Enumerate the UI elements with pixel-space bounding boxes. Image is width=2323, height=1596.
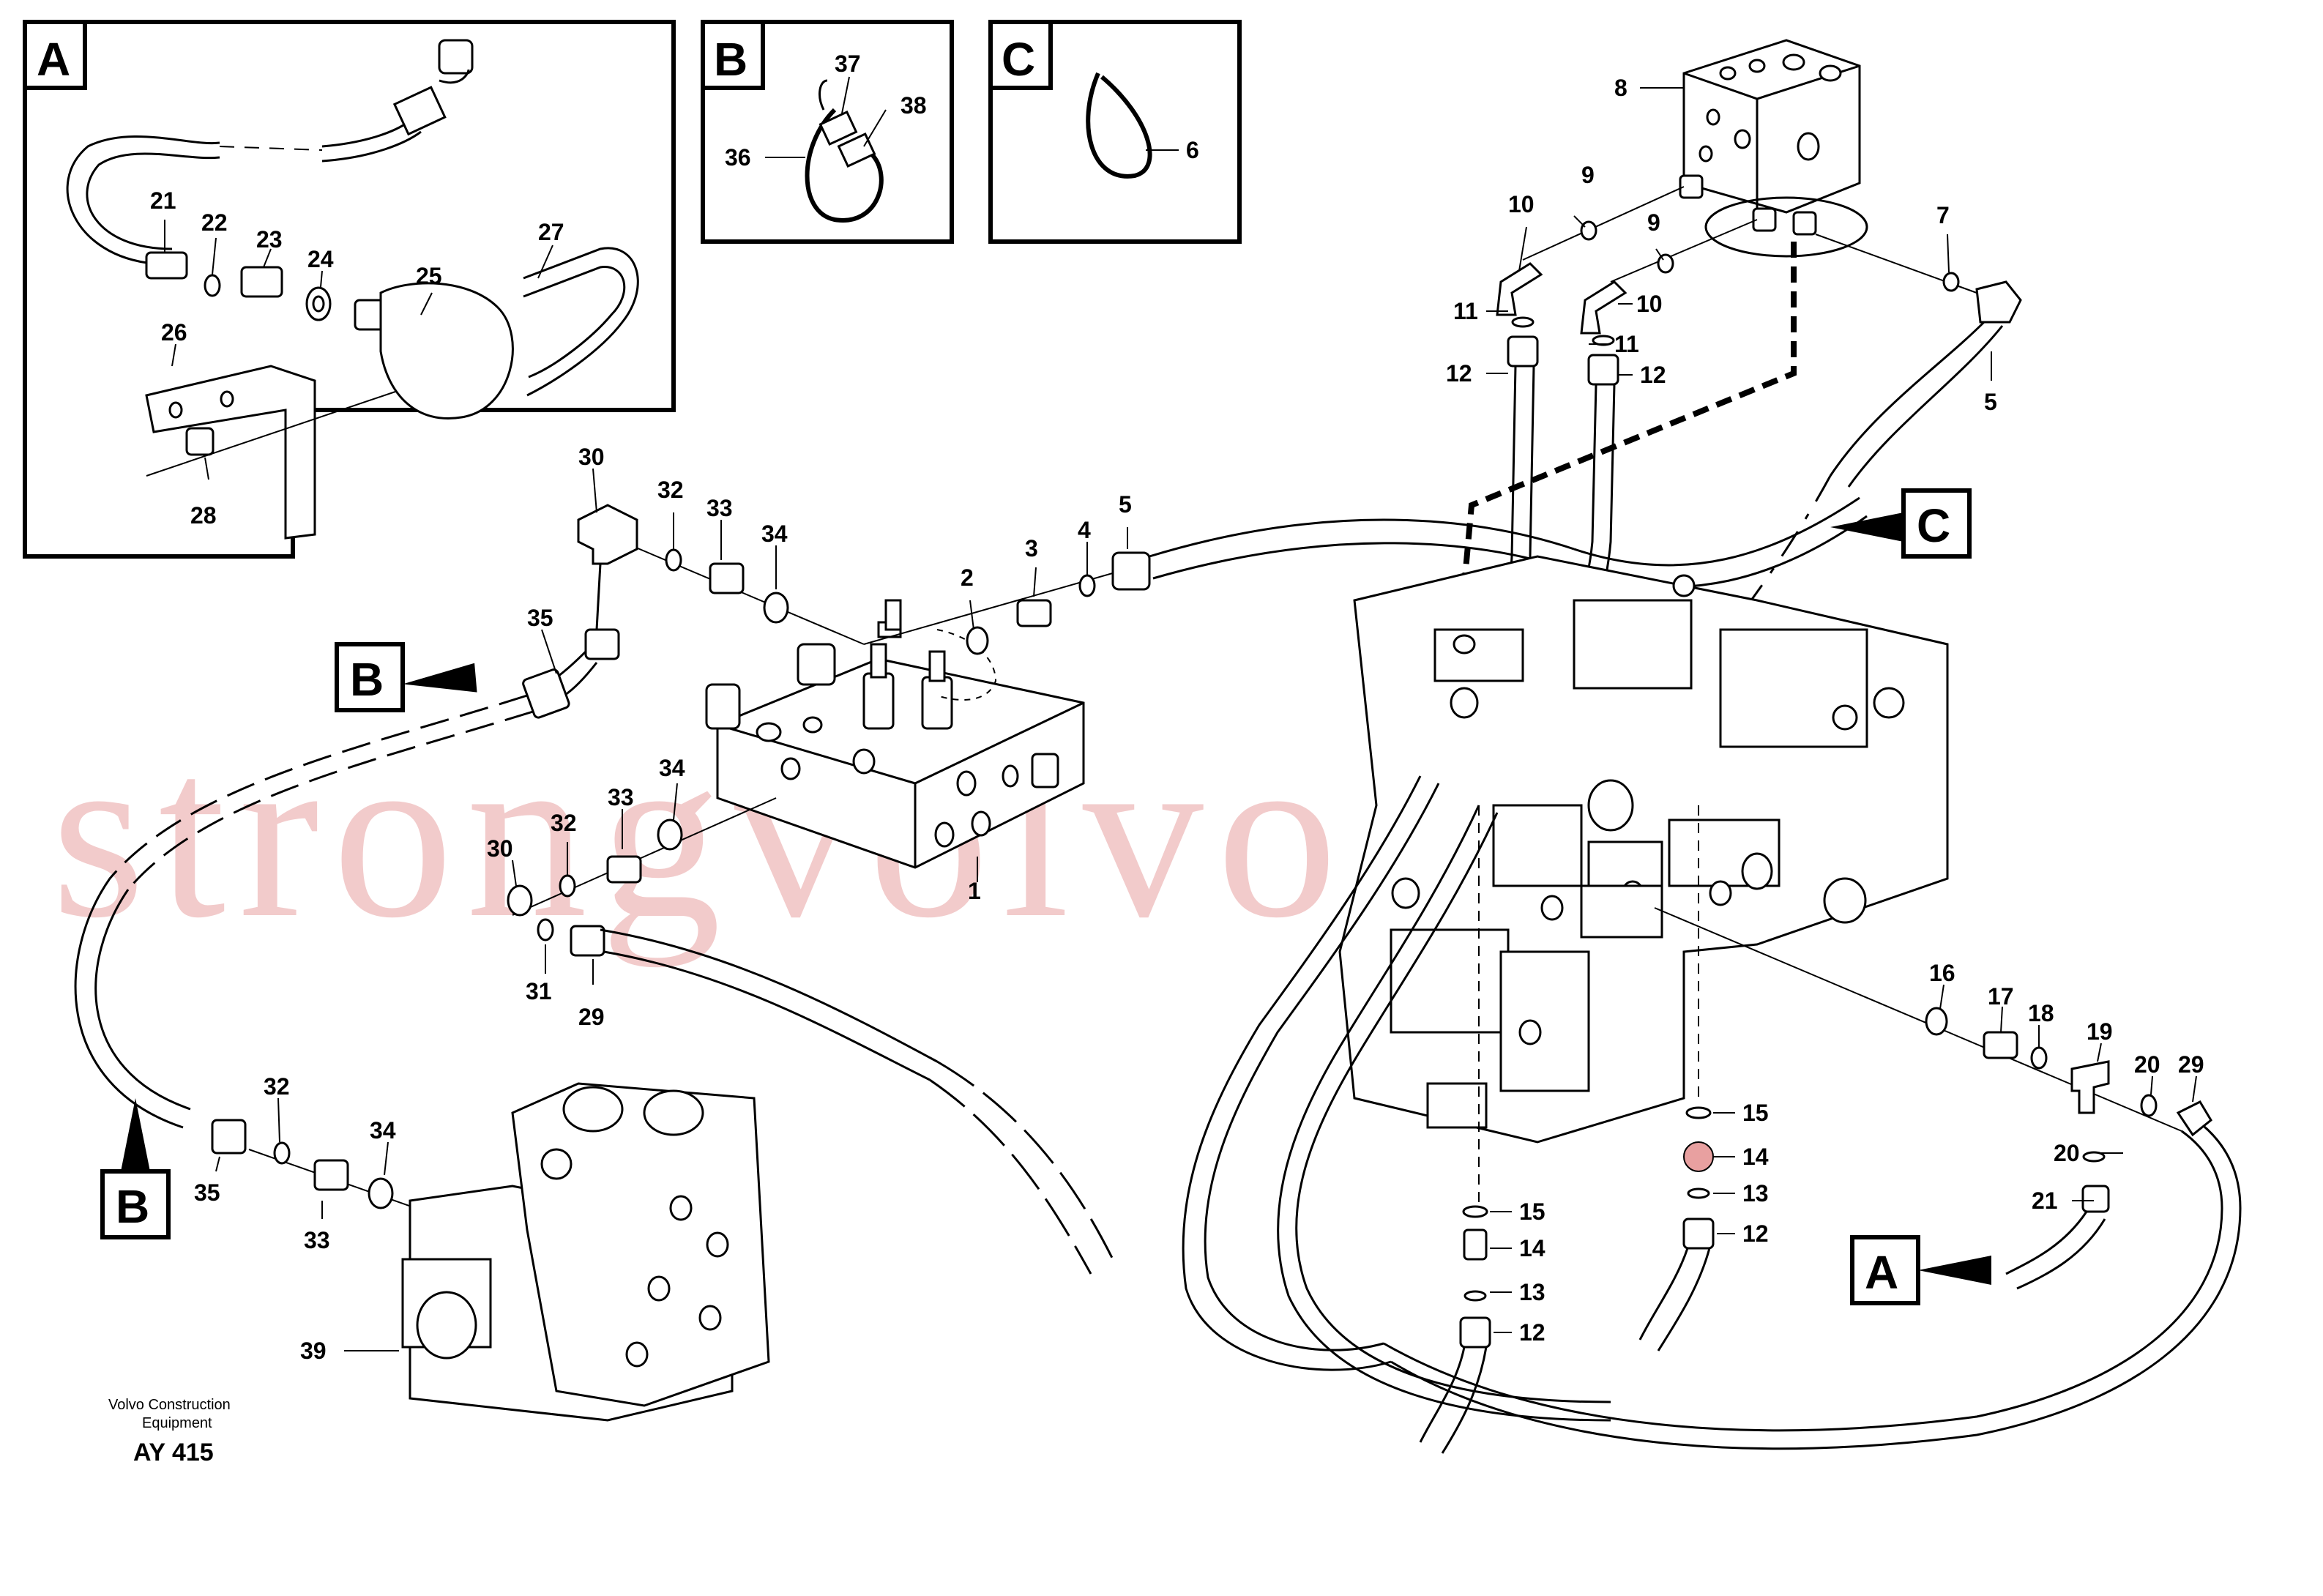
right-hose-5: 7 5 bbox=[1682, 202, 2022, 682]
label-35a: 35 bbox=[527, 605, 553, 631]
label-26: 26 bbox=[161, 319, 187, 346]
component-39: 39 bbox=[300, 1082, 770, 1422]
detail-box-a-letter: A bbox=[37, 33, 70, 86]
label-34b: 34 bbox=[659, 755, 685, 781]
detail-box-c-letter: C bbox=[1002, 33, 1035, 86]
valve-block-1: 1 bbox=[705, 599, 1085, 904]
label-25: 25 bbox=[416, 263, 442, 289]
label-32b: 32 bbox=[551, 810, 577, 836]
label-10a: 10 bbox=[1508, 191, 1535, 217]
callout-b-upper-letter: B bbox=[350, 653, 384, 706]
diagram-code: AY 415 bbox=[133, 1439, 214, 1466]
label-38: 38 bbox=[901, 92, 927, 119]
label-12c: 12 bbox=[1742, 1220, 1769, 1247]
label-28: 28 bbox=[190, 502, 217, 529]
label-21b: 21 bbox=[2032, 1187, 2058, 1214]
label-23: 23 bbox=[256, 226, 283, 253]
credit-line-2: Equipment bbox=[142, 1415, 212, 1431]
label-30b: 30 bbox=[487, 835, 513, 862]
label-36: 36 bbox=[725, 144, 751, 171]
label-10b: 10 bbox=[1636, 291, 1663, 317]
main-control-valve bbox=[1338, 555, 1949, 1144]
label-19: 19 bbox=[2087, 1018, 2113, 1045]
label-2: 2 bbox=[961, 564, 974, 591]
hose-35-upper: 35 B bbox=[74, 563, 620, 1129]
label-29a: 29 bbox=[578, 1004, 605, 1030]
label-33b: 33 bbox=[608, 784, 634, 810]
label-39: 39 bbox=[300, 1338, 327, 1364]
callout-b-lower-letter: B bbox=[116, 1180, 149, 1233]
label-24: 24 bbox=[307, 246, 334, 272]
label-8: 8 bbox=[1614, 75, 1627, 101]
label-11a: 11 bbox=[1453, 298, 1478, 324]
label-32c: 32 bbox=[264, 1073, 290, 1100]
label-1: 1 bbox=[968, 878, 981, 904]
label-27: 27 bbox=[538, 219, 564, 245]
label-21: 21 bbox=[150, 187, 176, 214]
label-31: 31 bbox=[526, 978, 552, 1004]
upper-left-fittings: 30 32 33 34 bbox=[577, 444, 865, 645]
detail-box-a: A 21 22 23 bbox=[23, 20, 676, 559]
label-35b: 35 bbox=[194, 1179, 220, 1206]
label-33a: 33 bbox=[706, 495, 733, 521]
detail-box-b: B 37 38 36 bbox=[701, 20, 954, 244]
label-29b: 29 bbox=[2178, 1051, 2204, 1078]
label-15a: 15 bbox=[1742, 1100, 1769, 1126]
label-3: 3 bbox=[1025, 535, 1038, 562]
label-33c: 33 bbox=[304, 1227, 330, 1253]
label-9b: 9 bbox=[1647, 209, 1660, 236]
label-17: 17 bbox=[1988, 983, 2014, 1010]
label-16: 16 bbox=[1929, 960, 1955, 986]
label-5a: 5 bbox=[1119, 491, 1132, 518]
fitting-stack-left: 15 14 13 12 bbox=[1419, 805, 1545, 1454]
callout-c-letter: C bbox=[1917, 499, 1950, 552]
label-37: 37 bbox=[835, 51, 861, 77]
label-14a: 14 bbox=[1742, 1144, 1769, 1170]
label-34c: 34 bbox=[370, 1117, 396, 1144]
right-fittings: 16 17 18 19 20 29 20 21 bbox=[1654, 907, 2212, 1290]
valve-block-8: 8 bbox=[1614, 39, 1868, 258]
label-6: 6 bbox=[1186, 137, 1199, 163]
fitting-stack-right: 15 14 13 12 bbox=[1638, 805, 1769, 1351]
detail-box-b-letter: B bbox=[714, 33, 747, 86]
label-11b: 11 bbox=[1614, 331, 1639, 357]
label-30a: 30 bbox=[578, 444, 605, 470]
crossing-hoses bbox=[1182, 775, 2242, 1450]
lower-left-fittings: 30 32 33 34 31 29 bbox=[487, 755, 1114, 1275]
label-7: 7 bbox=[1936, 202, 1950, 228]
detail-box-c: C 6 bbox=[988, 20, 1242, 244]
label-5b: 5 bbox=[1984, 389, 1997, 415]
label-9a: 9 bbox=[1581, 162, 1595, 188]
label-34a: 34 bbox=[761, 521, 788, 547]
label-20a: 20 bbox=[2134, 1051, 2160, 1078]
callout-c: C bbox=[1830, 488, 1972, 559]
label-13a: 13 bbox=[1742, 1180, 1769, 1207]
label-12a: 12 bbox=[1446, 360, 1472, 387]
label-12b: 12 bbox=[1640, 362, 1666, 388]
callout-a: A bbox=[1850, 1235, 1991, 1305]
label-13b: 13 bbox=[1519, 1279, 1545, 1305]
credit-block: Volvo Construction Equipment AY 415 bbox=[108, 1397, 231, 1466]
label-18: 18 bbox=[2028, 1000, 2054, 1026]
label-20b: 20 bbox=[2054, 1140, 2080, 1166]
label-15b: 15 bbox=[1519, 1198, 1545, 1225]
callout-a-letter: A bbox=[1865, 1246, 1898, 1299]
hose-5-left: 2 3 4 5 bbox=[863, 491, 1868, 655]
label-14b: 14 bbox=[1519, 1235, 1545, 1261]
label-4: 4 bbox=[1078, 517, 1091, 543]
label-32a: 32 bbox=[657, 477, 684, 503]
label-12d: 12 bbox=[1519, 1319, 1545, 1346]
label-22: 22 bbox=[201, 209, 228, 236]
credit-line-1: Volvo Construction bbox=[108, 1397, 231, 1413]
